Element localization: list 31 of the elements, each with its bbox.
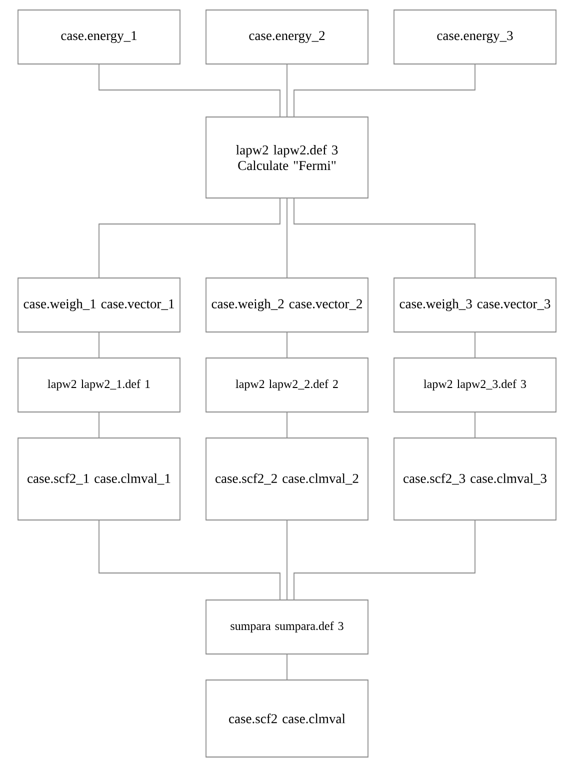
process-box: sumpara sumpara.def 3	[206, 600, 368, 654]
connector-line	[294, 64, 476, 117]
connector-line	[98, 520, 280, 600]
process-box: lapw2 lapw2_1.def 1	[18, 358, 180, 412]
connector-line	[474, 412, 476, 438]
process-box: lapw2 lapw2_3.def 3	[394, 358, 556, 412]
connector-line	[286, 64, 288, 117]
connector-line	[294, 520, 476, 600]
file-box: case.scf2_3 case.clmval_3	[394, 438, 556, 520]
file-box: case.weigh_3 case.vector_3	[394, 278, 556, 332]
file-box: case.scf2_2 case.clmval_2	[206, 438, 368, 520]
file-box: case.energy_3	[394, 10, 556, 64]
file-box: case.scf2_1 case.clmval_1	[18, 438, 180, 520]
connector-line	[98, 64, 280, 117]
file-box: case.weigh_1 case.vector_1	[18, 278, 180, 332]
file-box: case.scf2 case.clmval	[206, 680, 368, 758]
connector-line	[98, 198, 280, 278]
connector-line	[294, 198, 476, 278]
connector-line	[286, 520, 288, 600]
file-box: case.weigh_2 case.vector_2	[206, 278, 368, 332]
process-box: lapw2 lapw2_2.def 2	[206, 358, 368, 412]
connector-line	[98, 332, 100, 358]
connector-line	[286, 332, 288, 358]
connector-line	[286, 412, 288, 438]
file-box: case.energy_2	[206, 10, 368, 64]
connector-line	[474, 332, 476, 358]
file-box: case.energy_1	[18, 10, 180, 64]
connector-line	[98, 412, 100, 438]
connector-line	[286, 198, 288, 278]
connector-line	[286, 654, 288, 680]
process-box: lapw2 lapw2.def 3 Calculate "Fermi"	[206, 116, 368, 198]
